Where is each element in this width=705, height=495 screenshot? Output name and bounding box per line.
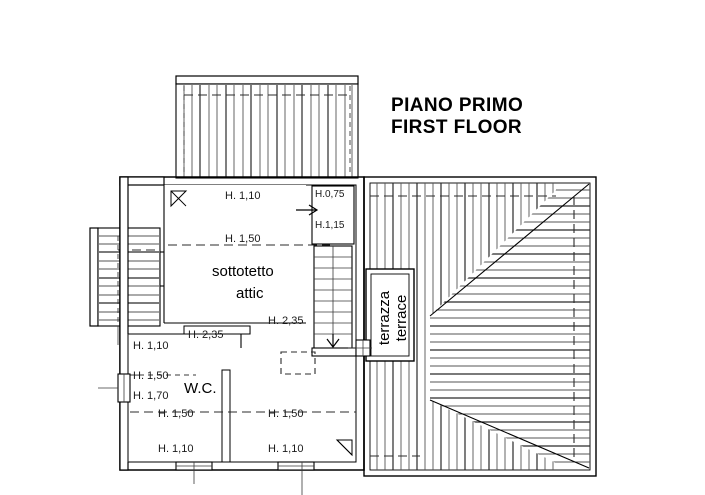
wc-room: H. 1,10 H. 1,50 H. 1,70 W.C. H. 1,50 H. …: [130, 340, 356, 455]
title-english: FIRST FLOOR: [391, 117, 522, 138]
label-main-bottom-mid-height: H. 1,50: [268, 408, 303, 420]
wall-segment-left: [119, 176, 129, 471]
label-wc-bottom-low-height: H. 1,10: [158, 443, 193, 455]
label-main-bottom-low-height: H. 1,10: [268, 443, 303, 455]
label-wc-bottom-mid-height: H. 1,50: [158, 408, 193, 420]
plan-title-block: PIANO PRIMO FIRST FLOOR: [391, 95, 523, 138]
top-roof-hatching: [183, 85, 353, 177]
wc-wall-right-block: [221, 369, 231, 463]
stair-bottom-wall: [311, 347, 357, 357]
attic-room-fill: [164, 185, 306, 323]
roof-hip-diagonal-lower: [429, 399, 590, 469]
wc-left-window: [98, 373, 131, 403]
bottom-windows: [175, 461, 315, 495]
label-stair-bottom-height: H.1,15: [315, 220, 345, 231]
terrace-inner-outline: [370, 273, 410, 357]
stair-down-arrow: [326, 334, 340, 348]
label-attic-name-it: sottotetto: [212, 263, 274, 280]
label-wc-name: W.C.: [184, 380, 217, 397]
left-roof-section: [89, 227, 161, 345]
attic-room: H. 1,10 H. 1,50 sottotetto attic: [163, 185, 330, 324]
terrace-door-opening: [348, 339, 372, 357]
main-corner-triangle: [335, 439, 353, 457]
wc-corridor-wall-block: [183, 325, 251, 335]
label-stair-top-height: H.0,75: [315, 189, 345, 200]
label-wc-corridor-height: H. 2,35: [188, 329, 223, 341]
label-wc-left-mid-height: H. 1,50: [133, 370, 168, 382]
label-wc-left-low-height: H. 1,70: [133, 390, 168, 402]
label-attic-name-en: attic: [236, 285, 264, 302]
top-roof-body: [175, 83, 359, 179]
label-attic-mid-height: H. 1,50: [225, 233, 260, 245]
staircase: H.0,75 H.1,15: [296, 185, 357, 357]
top-roof-ridge-band: [175, 75, 359, 85]
stair-upper-landing: [311, 185, 355, 245]
label-attic-top-height: H. 1,10: [225, 190, 260, 202]
title-italian: PIANO PRIMO: [391, 95, 523, 116]
label-terrace-name-en: terrace: [393, 295, 410, 342]
roof-hip-diagonal-upper: [429, 183, 590, 317]
left-roof-ridge-band: [89, 227, 99, 327]
label-wc-left-top-height: H. 1,10: [133, 340, 168, 352]
left-roof-body: [97, 227, 161, 327]
skylight-opening: [280, 351, 316, 375]
left-roof-hatching: [99, 235, 159, 321]
attic-corner-triangle: [170, 190, 188, 208]
stair-direction-arrow: [296, 204, 319, 216]
terrace-area: terrazza terrace: [348, 268, 415, 362]
label-terrace-name-it: terrazza: [376, 290, 393, 345]
top-roof-section: [175, 75, 359, 179]
label-main-room-height: H. 2,35: [268, 315, 303, 327]
main-open-room: H. 2,35: [268, 315, 353, 457]
